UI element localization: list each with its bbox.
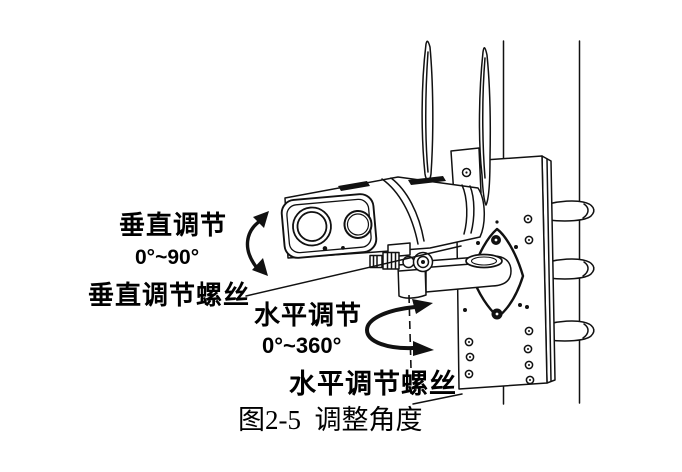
camera-body xyxy=(280,176,485,259)
figure-caption: 图2-5 调整角度 xyxy=(238,405,423,435)
camera-front-panel xyxy=(280,193,378,259)
tilt-screw-knob xyxy=(412,251,434,273)
top-vent xyxy=(338,181,370,191)
top-vent xyxy=(408,176,446,185)
vertical-screw-leader xyxy=(245,245,462,297)
vertical-adjust-range: 0°~90° xyxy=(135,246,200,269)
plate-holes xyxy=(463,214,535,385)
pan-rotation-arrow-icon xyxy=(364,294,434,370)
sunshield-lip xyxy=(390,177,425,242)
bracket-arm xyxy=(369,242,512,299)
vertical-adjust-label: 垂直调节 xyxy=(119,210,228,240)
horizontal-adjust-label: 水平调节 xyxy=(254,300,363,330)
horizontal-screw-label: 水平调节螺丝 xyxy=(289,369,457,399)
lens-right xyxy=(343,209,373,239)
leader-lines xyxy=(245,245,463,405)
pole-clamp-bands xyxy=(547,200,595,342)
serrated-washers xyxy=(369,251,415,270)
strap-blades xyxy=(421,40,492,206)
camera-foot xyxy=(397,262,427,299)
horizontal-adjust-range: 0°~360° xyxy=(262,333,342,358)
tilt-rotation-arrow-icon xyxy=(245,211,269,276)
vertical-screw-label: 垂直调节螺丝 xyxy=(88,280,251,310)
horizontal-screw-leader xyxy=(412,393,463,405)
